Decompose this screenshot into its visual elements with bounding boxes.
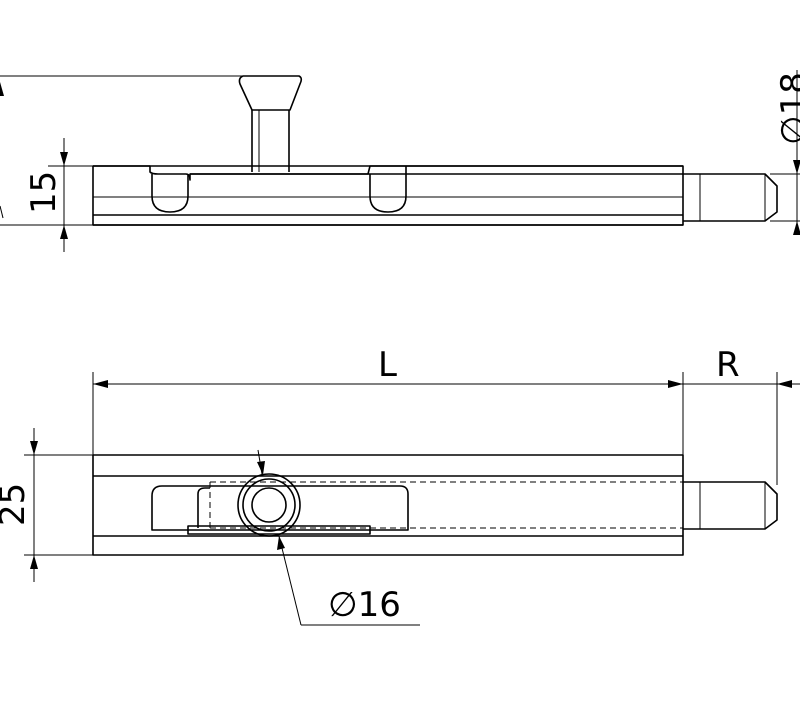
front-slot-outer <box>151 485 409 531</box>
side-body-outline <box>92 165 684 226</box>
knob-dia-arrow-bottom <box>277 536 285 550</box>
knob-outer-circle[interactable] <box>237 473 301 537</box>
height-25-label: 25 <box>0 483 33 526</box>
front-view: L R 25 <box>0 345 800 626</box>
side-notch-left <box>151 174 189 213</box>
length-label: L <box>378 345 397 385</box>
knob-head <box>238 75 303 111</box>
knob-middle-circle <box>242 478 296 532</box>
knob-inner-circle <box>251 487 287 523</box>
height-25-arrow-top <box>30 441 38 455</box>
length-arrow-left <box>93 380 108 388</box>
knob-dia-arrow-top <box>257 461 265 475</box>
rod-extension-label: R <box>716 345 740 385</box>
left-edge-tick <box>0 205 4 219</box>
height-15-arrow-bottom <box>60 225 68 239</box>
side-rod <box>683 173 778 222</box>
rod-arrow-right <box>777 380 792 388</box>
front-body-outline <box>92 454 684 556</box>
length-arrow-right <box>668 380 683 388</box>
knob-diameter-label: ∅16 <box>328 585 401 625</box>
knob-height-arrow <box>0 82 4 96</box>
side-notch-right <box>369 174 407 213</box>
height-15-arrow-top <box>60 152 68 166</box>
front-rod <box>683 481 778 530</box>
rod-dia-arrow-top <box>793 160 800 174</box>
height-15-label: 15 <box>24 171 64 214</box>
side-view: ∅18 15 <box>0 70 800 252</box>
front-slot-inner <box>197 487 210 528</box>
height-25-arrow-bottom <box>30 555 38 569</box>
rod-dia-arrow-bottom <box>793 221 800 235</box>
rod-diameter-label: ∅18 <box>774 72 800 145</box>
knob-dia-leader <box>278 535 302 626</box>
